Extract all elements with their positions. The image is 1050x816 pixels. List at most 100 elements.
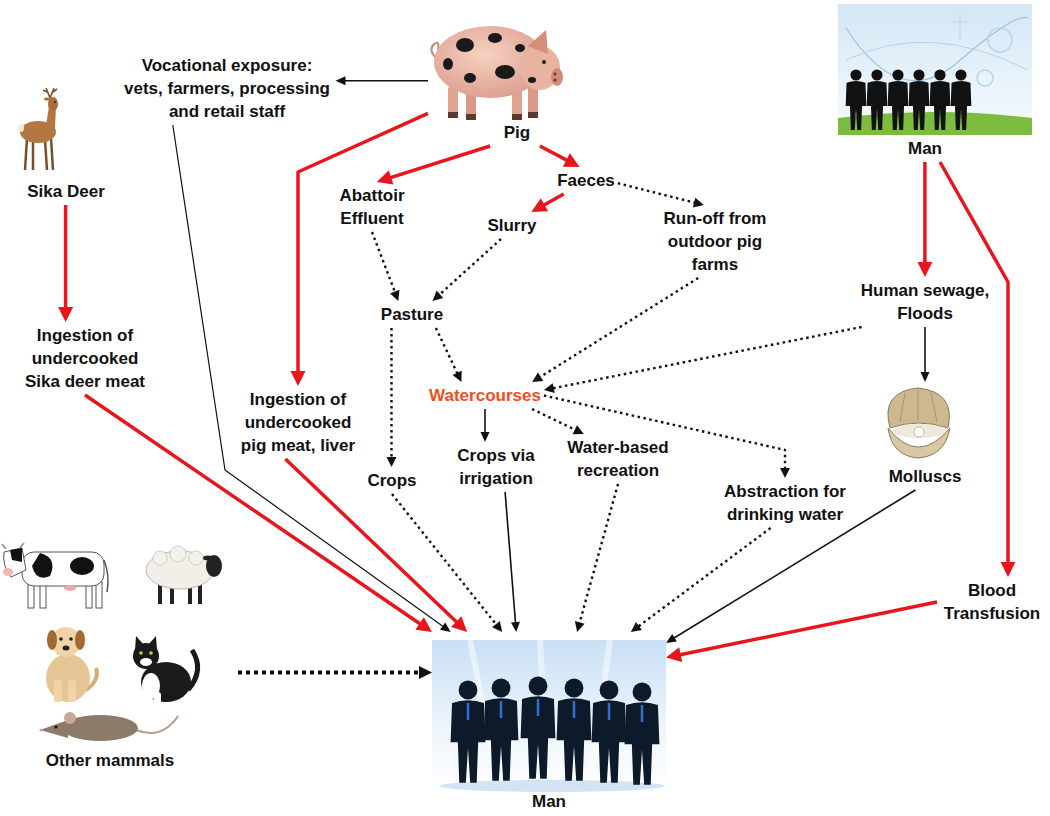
people-picture <box>838 4 1032 135</box>
route-label: Crops via irrigation <box>451 442 542 492</box>
arrow-line <box>678 602 937 655</box>
arrow-head <box>390 290 399 301</box>
arrow-head <box>532 372 543 382</box>
node-label: Abstraction for drinking water <box>716 480 854 526</box>
mollusc-picture <box>888 388 950 458</box>
arrow-line <box>64 205 68 310</box>
node-label: Pig <box>504 121 530 144</box>
arrow-head <box>58 307 73 322</box>
node-label: Crops via irrigation <box>454 444 539 490</box>
transmission-arrow <box>481 409 490 442</box>
arrow-head <box>377 170 394 184</box>
exposure-label: Vocational exposure: vets, farmers, proc… <box>119 52 336 125</box>
transmission-arrow <box>532 409 584 434</box>
transmission-arrow <box>372 232 399 301</box>
arrow-line <box>436 328 458 375</box>
arrow-line <box>532 409 577 431</box>
pig-picture <box>431 26 563 120</box>
arrow-head <box>563 153 580 167</box>
arrow-head <box>666 634 677 643</box>
source-label: Human sewage, Floods <box>850 277 1001 327</box>
node-label: Slurry <box>487 214 536 237</box>
arrow-head <box>666 647 682 662</box>
source-label: Slurry <box>484 212 539 239</box>
arrow-line <box>390 328 392 459</box>
transmission-arrow <box>531 194 563 212</box>
arrow-line <box>539 278 698 378</box>
transmission-arrow <box>940 162 1016 577</box>
node-label: Man <box>908 137 942 160</box>
transmission-arrow <box>666 602 937 662</box>
arrow-line <box>579 484 618 624</box>
transmission-arrow <box>921 327 930 382</box>
arrow-line <box>238 671 422 675</box>
arrow-line <box>344 80 429 82</box>
transmission-arrow <box>392 494 502 632</box>
node-label: Abattoir Effluent <box>327 184 417 230</box>
node-label: Faeces <box>557 169 615 192</box>
node-label: Blood Transfusion <box>940 579 1044 625</box>
arrow-line <box>505 492 515 624</box>
transmission-arrow <box>336 76 429 85</box>
arrow-head <box>386 457 396 467</box>
transmission-arrow <box>238 666 432 679</box>
source-label: Faeces <box>554 167 618 194</box>
node-label: Molluscs <box>889 465 962 488</box>
transmission-arrow <box>386 328 396 467</box>
arrow-head <box>780 468 790 478</box>
transmission-arrow <box>618 183 704 207</box>
transmission-arrow <box>291 113 429 386</box>
people-node: Man <box>432 632 666 815</box>
transmission-arrow <box>58 205 73 322</box>
pathway-label: Pasture <box>378 301 446 328</box>
transmission-arrow <box>505 492 520 632</box>
route-label: Crops <box>364 467 419 494</box>
arrow-head <box>511 622 520 632</box>
source-label: Run-off from outdoor pig farms <box>659 205 771 278</box>
arrow-line <box>540 146 569 161</box>
transmission-arrow <box>575 484 618 632</box>
arrow-head <box>433 291 444 301</box>
arrow-line <box>542 194 564 206</box>
route-label: Blood Transfusion <box>937 577 1047 627</box>
animal-node: Sika Deer <box>15 92 125 205</box>
transmission-arrow <box>436 328 462 382</box>
arrow-line <box>544 396 785 471</box>
arrow-line <box>438 239 501 296</box>
node-label: Ingestion of undercooked Sika deer meat <box>20 324 150 393</box>
arrow-line <box>940 162 1008 565</box>
animal-node: Other mammals <box>0 538 238 774</box>
route-label: Abstraction for drinking water <box>713 478 857 528</box>
arrow-head <box>451 616 467 632</box>
route-label: Water-based recreation <box>561 434 675 484</box>
arrow-line <box>923 162 927 265</box>
transmission-arrow <box>173 125 451 632</box>
arrow-line <box>637 528 770 627</box>
arrow-line <box>372 232 396 294</box>
route-label: Ingestion of undercooked Sika deer meat <box>17 322 153 395</box>
arrow-head <box>573 425 584 434</box>
arrow-head <box>531 198 548 212</box>
transmission-arrow <box>631 528 771 632</box>
arrow-line <box>285 459 458 624</box>
arrow-head <box>544 383 555 393</box>
arrow-line <box>618 183 696 203</box>
node-label: Water-based recreation <box>564 436 672 482</box>
node-label: Vocational exposure: vets, farmers, proc… <box>122 54 333 123</box>
arrow-head <box>631 622 642 632</box>
node-label: Pasture <box>381 303 443 326</box>
transmission-arrow <box>540 146 580 167</box>
arrow-head <box>921 372 930 382</box>
people-picture <box>432 640 666 795</box>
arrow-head <box>693 198 704 208</box>
transmission-arrow <box>532 278 698 382</box>
arrow-head <box>575 621 585 632</box>
arrow-line <box>924 327 926 374</box>
arrow-head <box>336 76 346 85</box>
arrow-head <box>453 371 462 382</box>
node-label: Human sewage, Floods <box>853 279 998 325</box>
arrow-head <box>440 623 451 632</box>
arrow-line <box>392 494 497 626</box>
